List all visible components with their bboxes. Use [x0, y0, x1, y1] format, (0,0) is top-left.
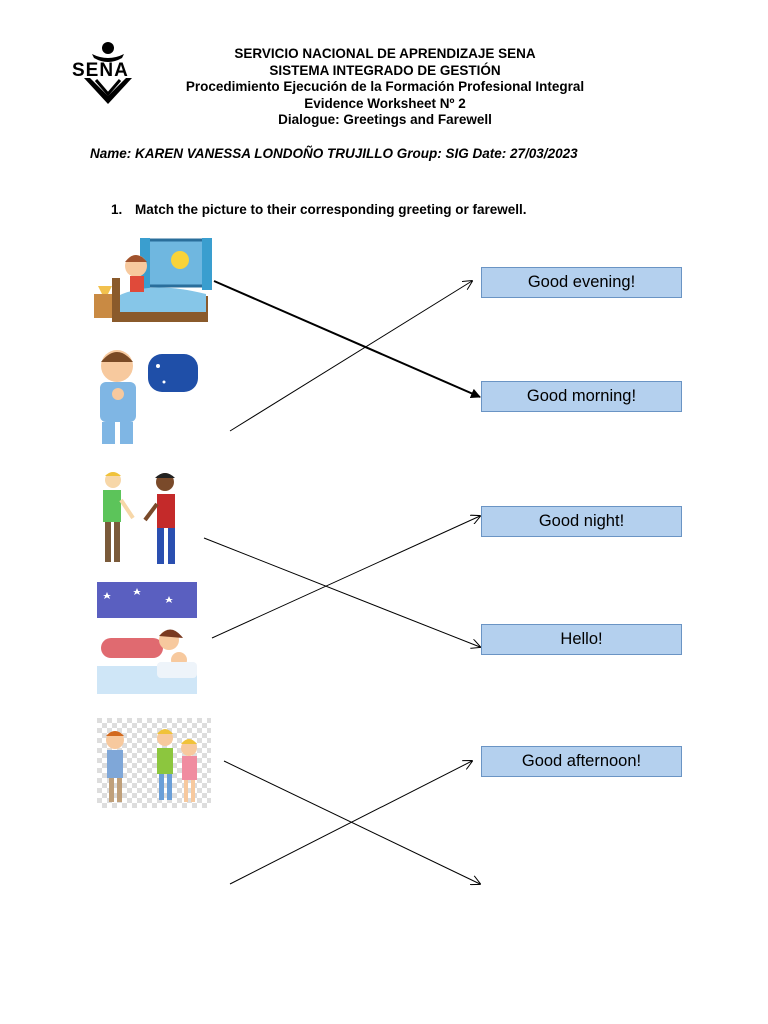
- arrow-picture3-hello: [203, 537, 480, 647]
- answer-box-good-afternoon: Good afternoon!: [481, 746, 682, 777]
- header-line-1: SERVICIO NACIONAL DE APRENDIZAJE SENA: [234, 46, 536, 61]
- header-line-4: Evidence Worksheet Nº 2: [304, 95, 466, 111]
- mother-kissing-child-night-picture: [97, 582, 197, 694]
- instruction-text: Match the picture to their corresponding…: [135, 202, 527, 217]
- answer-box-hello: Hello!: [481, 624, 682, 655]
- header-line-5: Dialogue: Greetings and Farewell: [278, 112, 492, 127]
- arrow-picture2-good-evening: [229, 281, 472, 432]
- arrow-picture5-good-afternoon: [229, 761, 472, 885]
- answer-box-good-morning: Good morning!: [481, 381, 682, 412]
- sena-logo: SENA: [62, 40, 154, 106]
- bedroom-morning-picture: [90, 236, 214, 330]
- logo-text: SENA: [72, 60, 129, 81]
- answer-box-good-evening: Good evening!: [481, 267, 682, 298]
- boy-pajamas-moon-picture: [92, 344, 202, 448]
- header-line-2: SISTEMA INTEGRADO DE GESTIÓN: [269, 62, 501, 78]
- answer-box-good-night: Good night!: [481, 506, 682, 537]
- instruction: 1. Match the picture to their correspondi…: [111, 202, 527, 217]
- arrow-picture5-empty: [223, 760, 480, 884]
- two-boys-greeting-picture: [97, 470, 189, 572]
- student-info: Name: KAREN VANESSA LONDOÑO TRUJILLO Gro…: [90, 146, 578, 161]
- header-line-3: Procedimiento Ejecución de la Formación …: [185, 79, 585, 94]
- children-waving-picture: [97, 718, 211, 808]
- arrow-picture4-good-night: [211, 516, 480, 639]
- document-header: SERVICIO NACIONAL DE APRENDIZAJE SENA SI…: [150, 46, 620, 129]
- instruction-number: 1.: [111, 202, 123, 217]
- arrow-picture1-good-morning: [213, 280, 481, 398]
